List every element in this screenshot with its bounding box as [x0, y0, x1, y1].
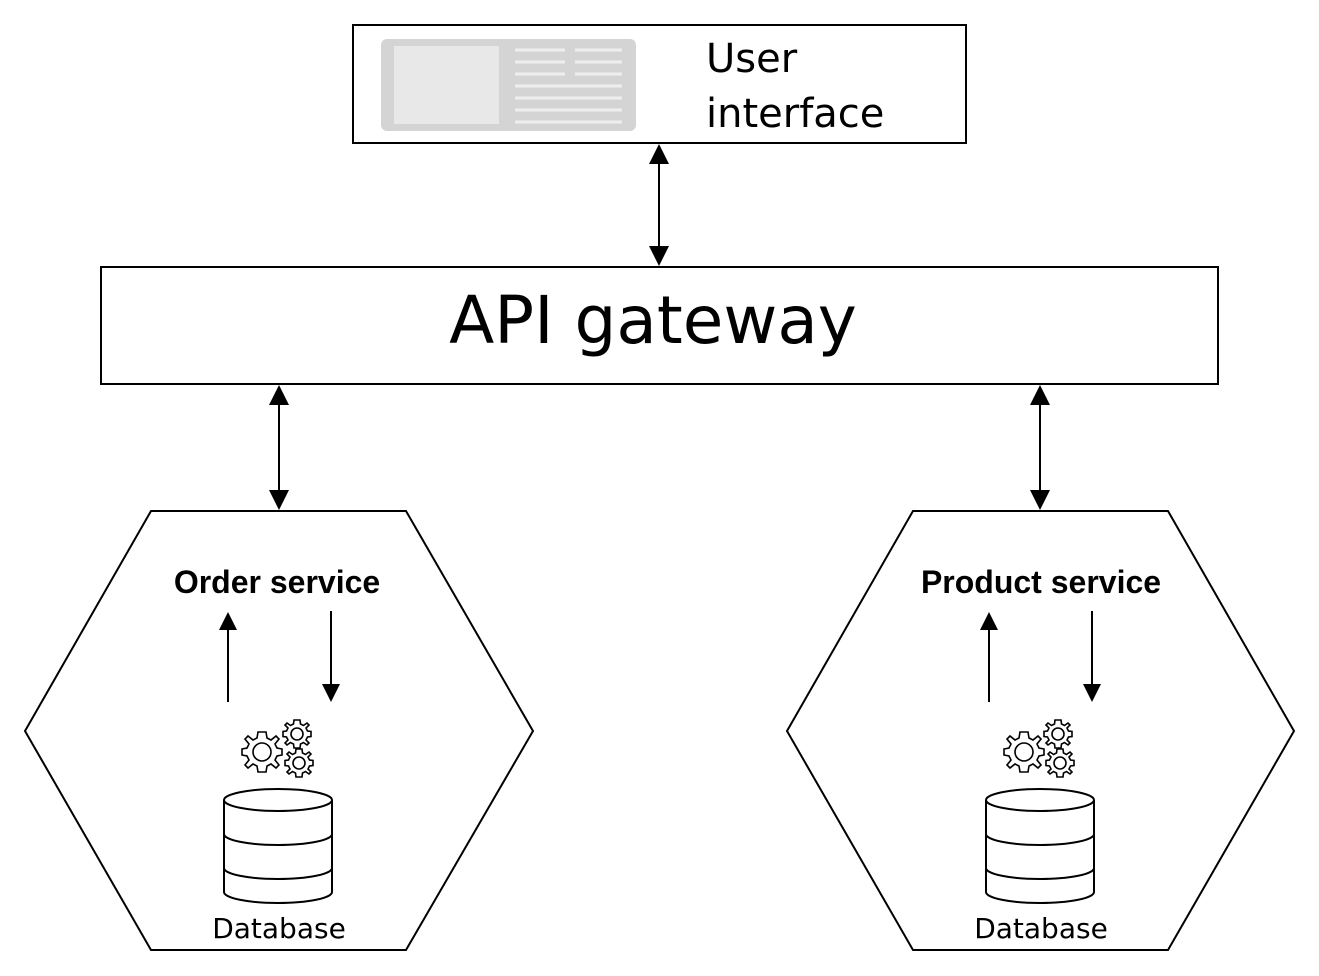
product-service-node: Product service Database: [785, 510, 1296, 951]
order-down-arrow: [322, 611, 340, 702]
product-database-label: Database: [974, 912, 1108, 945]
product-service-title: Product service: [921, 564, 1161, 600]
api-gateway-box: [100, 266, 1219, 385]
product-down-arrow: [1083, 611, 1101, 702]
order-service-title: Order service: [174, 564, 380, 600]
order-up-arrow: [219, 612, 237, 702]
api-gateway-node: API gateway: [100, 266, 1219, 385]
user-interface-label-line2: interface: [706, 91, 884, 137]
order-service-hexagon: [23, 510, 535, 951]
database-icon: [223, 788, 333, 904]
arrow-gateway-product: [1030, 385, 1050, 510]
window-mockup-icon: [381, 39, 636, 131]
order-service-node: Order service Database: [23, 510, 535, 951]
arrow-ui-gateway: [649, 144, 669, 266]
user-interface-label-line1: User: [706, 36, 798, 82]
api-gateway-label: API gateway: [449, 282, 857, 359]
order-database-label: Database: [212, 912, 346, 945]
arrow-gateway-order: [269, 385, 289, 510]
product-service-hexagon: [785, 510, 1296, 951]
user-interface-node: User interface: [352, 24, 967, 144]
database-icon: [985, 788, 1095, 904]
product-up-arrow: [980, 612, 998, 702]
